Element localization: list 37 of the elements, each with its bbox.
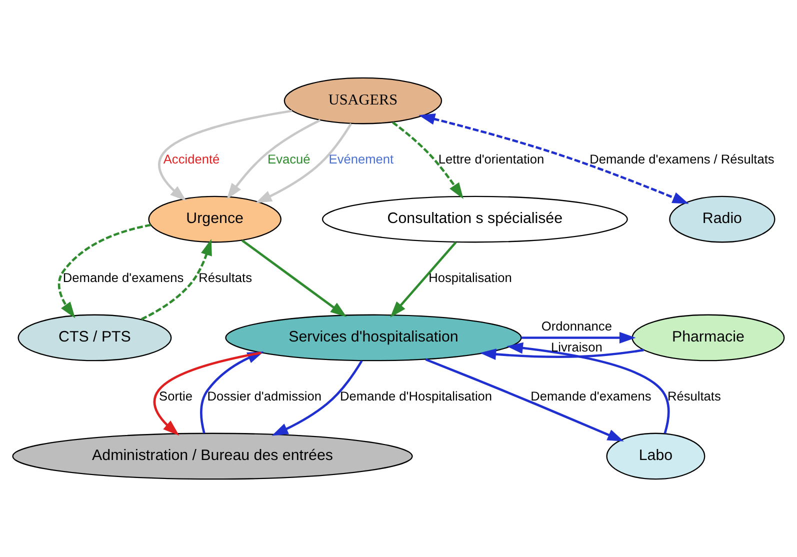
- arrow: [418, 114, 689, 204]
- edge-label: Résultats: [667, 388, 721, 404]
- arrow: [241, 239, 347, 317]
- edge-label: Résultats: [198, 270, 252, 285]
- arrow: [506, 342, 670, 434]
- edge-label: Lettre d'orientation: [438, 151, 544, 166]
- node-ellipse: Administration / Bureau des entrées: [12, 432, 413, 480]
- edge-label: Hospitalisation: [428, 270, 512, 285]
- arrow: [140, 239, 212, 320]
- arrow: [390, 242, 457, 318]
- edge-label: Demande d'examens / Résultats: [590, 151, 774, 166]
- arrow: [58, 224, 151, 318]
- arrow: [153, 352, 262, 436]
- arrow: [480, 348, 644, 360]
- edge-label: Demande d'Hospitalisation: [340, 388, 492, 404]
- edge-label: Demande d'examens: [62, 270, 184, 285]
- arrow: [226, 119, 321, 200]
- edge-label: Evénement: [328, 151, 394, 166]
- node-ellipse: Labo: [606, 432, 706, 480]
- arrow: [521, 332, 636, 344]
- node-ellipse: Urgence: [148, 196, 282, 243]
- node-ellipse: CTS / PTS: [18, 314, 172, 362]
- edge-label: Accidenté: [163, 151, 220, 166]
- edge-label: Demande d'examens: [530, 388, 652, 404]
- arrow: [158, 110, 292, 202]
- arrow: [425, 358, 624, 442]
- edge-label: Evacué: [268, 151, 310, 166]
- edge-label: Sortie: [159, 388, 193, 404]
- edge-label: Dossier d'admission: [207, 388, 322, 404]
- arrow: [255, 123, 352, 204]
- edge-label: Livraison: [551, 340, 602, 355]
- node-ellipse: Pharmacie: [632, 314, 785, 362]
- node-ellipse: Consultation s spécialisée: [322, 196, 628, 243]
- edge-label: Ordonnance: [541, 318, 612, 334]
- arrow: [392, 121, 464, 200]
- node-ellipse: Radio: [669, 196, 776, 243]
- arrow: [272, 360, 363, 436]
